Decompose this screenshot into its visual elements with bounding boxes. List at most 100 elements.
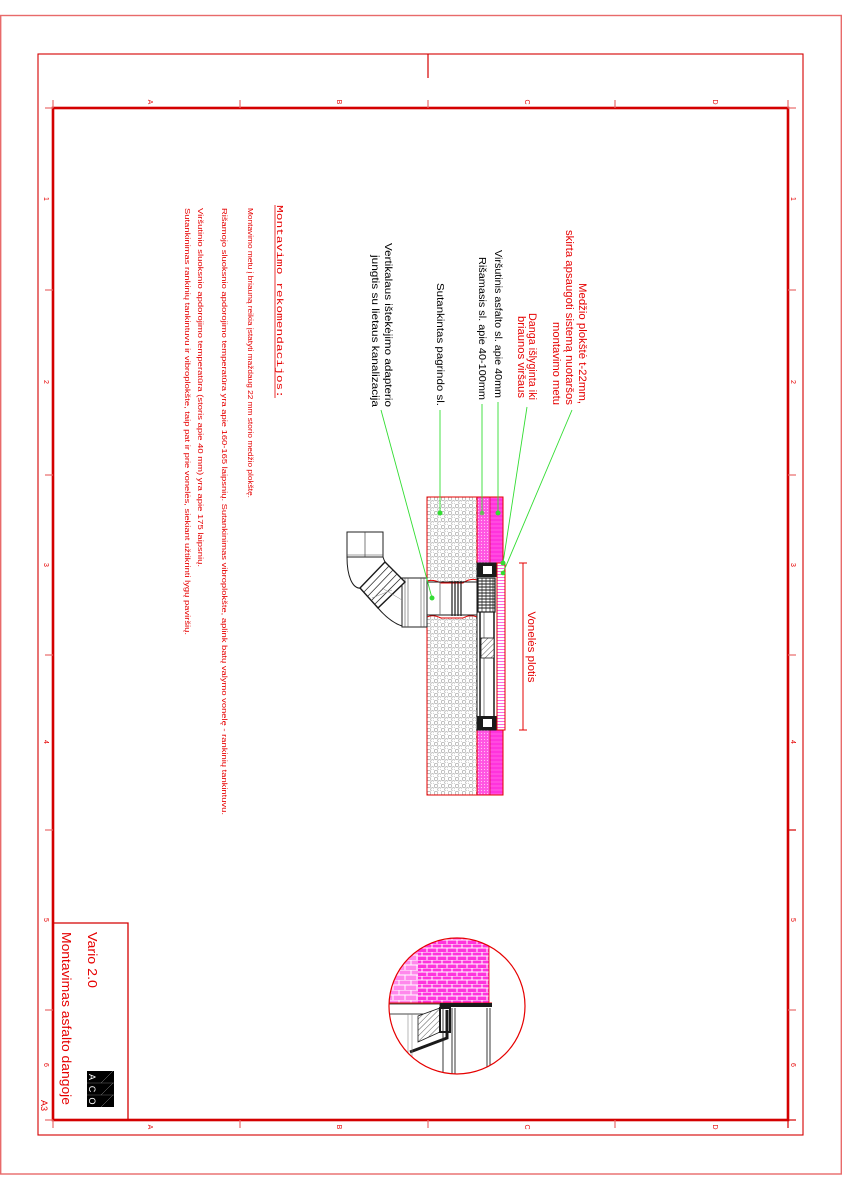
product-name: Vario 2.0 [85,932,100,988]
column-labels-top: A B C D [146,99,718,104]
middle-border [37,53,804,1136]
outlet-grid-lines [481,578,494,612]
note-line: Sutankinimas rankinių tankintuvu ir vibr… [183,208,192,635]
row-label: 1 [789,197,796,201]
row-label: 5 [789,918,796,922]
row-labels-left: 1 2 3 4 5 6 [42,197,49,1067]
detail-frame-profile [409,1010,449,1054]
top-asphalt-upper [490,497,503,563]
row-label: 6 [42,1063,49,1067]
column-label: B [335,100,342,105]
outer-border [0,14,842,1175]
column-label: B [335,1125,342,1130]
column-label: C [523,1124,530,1129]
label-outlet-adapter: Vertikalaus ištekėjimo adapterio [382,243,394,407]
row-label: 2 [789,380,796,384]
pipe-stub [401,577,428,628]
column-label: C [523,99,530,104]
logo-letter: C [87,1086,97,1093]
row-label: 5 [42,918,49,922]
row-labels-right: 1 2 3 4 5 6 [789,197,796,1067]
tray-width-dimension: Vonelės plotis [519,562,537,731]
detail-channel-walls [442,1008,491,1074]
drawing-title: Montavimas asfalto dangoje [59,932,74,1105]
binder-layer-upper [477,497,490,563]
label-wood-board: skirta apsaugoti sistemą nuotaršos [563,230,575,406]
detail-grating-top [440,1003,492,1007]
leader-wood-board [502,409,573,574]
compacted-base-lower [426,615,478,796]
installation-notes: Montavimo rekomendacijos: Montavimo metu… [183,205,285,815]
zone-ticks [45,100,796,1128]
leader-outlet-adapter [380,409,433,599]
elbow-construction-lines [371,587,403,601]
leader-lines [380,402,573,601]
detail-view [388,937,526,1075]
elbow-outer-curve [346,556,363,589]
column-labels-bottom: A B C D [146,1124,718,1129]
label-top-asphalt: Viršutinis asfalto sl. apie 40mm [492,250,504,398]
label-binder-layer: Rišamasis sl. apie 40-100mm [476,257,488,400]
title-block: Vario 2.0 Montavimas asfalto dangoje A C… [39,922,129,1120]
grating [496,562,506,731]
row-label: 4 [42,740,49,744]
column-label: A [146,1125,153,1130]
note-line: Rišamojo sluoksnio apdorojimo temperatūr… [220,208,229,815]
note-line: Viršutinio sluoksnio apdorojimo temperat… [196,208,205,567]
outlet-pipe [401,577,477,628]
notes-heading: Montavimo rekomendacijos: [274,205,285,398]
pipe-elbow [346,531,406,627]
row-label: 3 [42,563,49,567]
outlet-grid-lines [478,580,495,609]
top-asphalt-lower [490,730,503,795]
logo-letter: O [87,1097,97,1104]
detail-asphalt-light [389,938,418,1003]
leader-dot [437,510,443,516]
leader-dot [500,560,506,566]
label-outlet-adapter: jungtis su lietaus kanalizacija [369,254,381,407]
label-surface-level: Danga išlyginta iki [526,313,538,400]
tray-insert [480,637,495,659]
label-wood-board: montavimo metu [550,322,562,405]
label-wood-board: Medžio plokštė t-22mm, [576,283,588,404]
tray-flange-gap [483,719,492,727]
drawing-frame [51,106,790,1122]
column-label: D [711,99,718,104]
pipe-stub-lines [404,578,425,627]
elbow-coupling-ribs [363,565,402,605]
tray-flange-gap [483,566,492,574]
column-label: D [711,1124,718,1129]
callout-labels: Medžio plokštė t-22mm, skirta apsaugoti … [369,230,588,407]
row-label: 3 [789,563,796,567]
elbow-outer-curve [377,607,403,627]
compacted-base-upper [426,496,478,584]
logo-slashes [100,1070,114,1108]
detail-circle [388,937,526,1075]
leader-dot [479,510,485,516]
detail-asphalt [418,938,489,1003]
pipe-coupling [451,581,462,616]
column-label: A [146,100,153,105]
label-base-layer: Sutankintas pagrindo sl. [434,283,446,406]
row-label: 2 [42,380,49,384]
note-line: Montavimo metu į briauną reikia įstatyti… [246,208,255,498]
sheet-frame: A B C D A B C D 1 2 3 4 5 6 1 2 3 4 5 6 [0,14,842,1175]
logo-letter: A [87,1074,97,1080]
detail-frame-box [439,1007,451,1033]
binder-layer-lower [477,730,490,795]
row-label: 1 [42,197,49,201]
elbow-inner-curve [382,556,386,563]
elbow-coupling [359,561,406,610]
row-label: 6 [789,1063,796,1067]
leader-dot [429,595,435,601]
leader-surface-level [502,406,528,564]
label-tray-width: Vonelės plotis [525,612,537,684]
tray-outlet-grid [477,577,496,613]
sheet-size: A3 [39,1100,49,1111]
drainage-tray [476,562,506,731]
aco-logo: A C O [87,1070,114,1108]
label-surface-level: briaunos viršaus [515,316,527,399]
corner-marks [45,100,796,1128]
